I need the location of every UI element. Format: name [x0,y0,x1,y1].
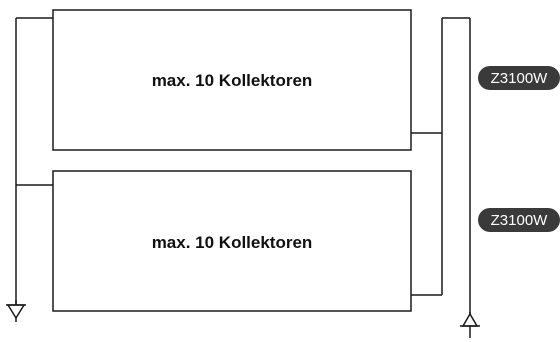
collector-panel-upper: max. 10 Kollektoren [52,9,412,151]
collector-panel-lower: max. 10 Kollektoren [52,170,412,312]
badge-label: Z3100W [491,70,549,87]
panel-label: max. 10 Kollektoren [152,71,313,90]
badge-label: Z3100W [491,212,549,229]
flow-arrow-up-icon [460,312,480,338]
component-badge: Z3100W [478,208,560,232]
left-pipe [15,17,53,310]
flow-arrow-down-icon [6,300,26,322]
component-badge: Z3100W [478,66,560,90]
panel-label: max. 10 Kollektoren [152,233,313,252]
right-pipes [410,17,471,318]
